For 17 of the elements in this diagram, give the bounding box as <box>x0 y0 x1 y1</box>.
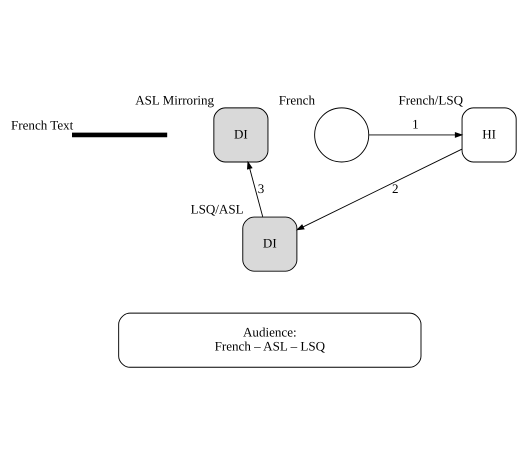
edge-label: 2 <box>392 180 399 196</box>
node-box: DI <box>213 107 268 162</box>
node-circle <box>314 107 370 162</box>
node-box: Audience: French – ASL – LSQ <box>118 312 422 368</box>
node-bar <box>72 132 168 138</box>
arrow <box>368 132 464 138</box>
node-box: HI <box>462 107 517 162</box>
arrow <box>296 148 462 230</box>
node-label: LSQ/ASL <box>190 201 244 216</box>
node-box: DI <box>242 216 298 272</box>
node-label: ASL Mirroring <box>135 92 214 108</box>
node-label: French Text <box>11 118 74 133</box>
node-label: French <box>278 92 316 108</box>
edge-label: 1 <box>412 116 419 132</box>
edge-label: 3 <box>258 180 264 196</box>
node-label: French/LSQ <box>398 92 464 108</box>
arrow <box>246 160 264 218</box>
